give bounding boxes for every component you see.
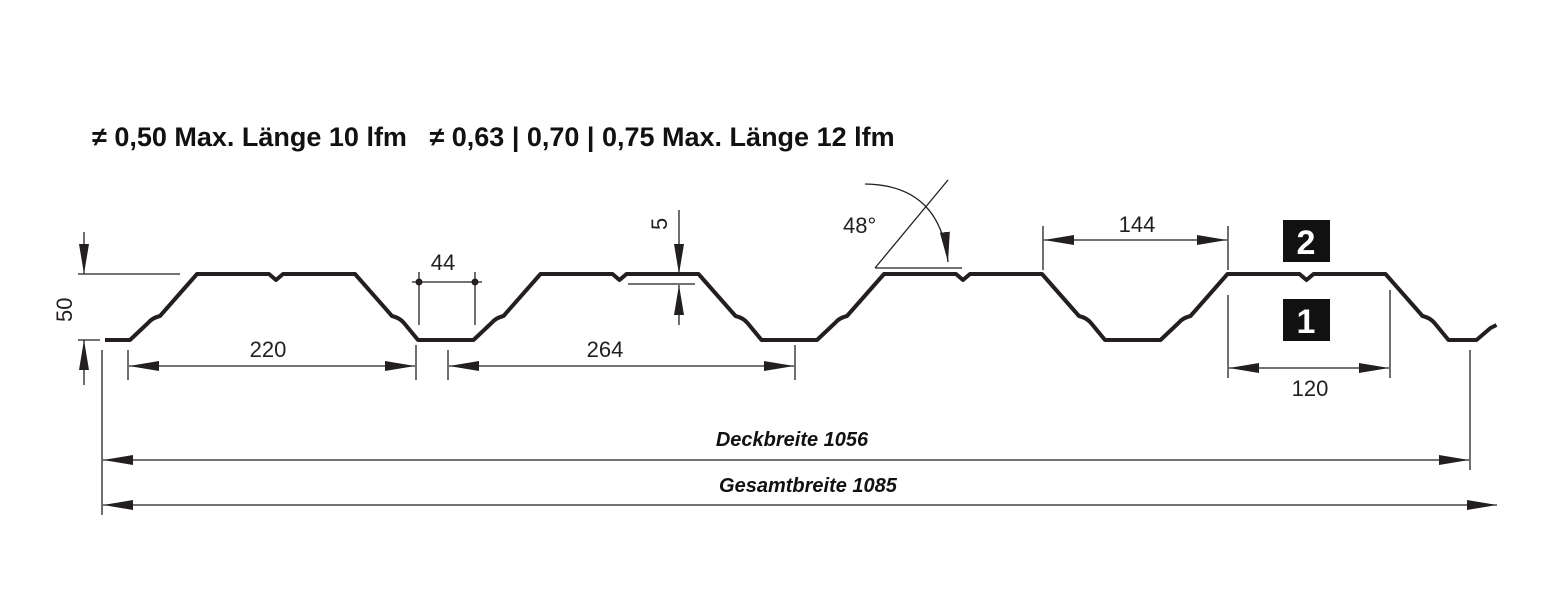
dimension-notch-depth: 5 xyxy=(628,210,695,325)
dimension-rib-width: 220 xyxy=(127,337,417,380)
dimension-total-width: Gesamtbreite 1085 xyxy=(103,475,1497,510)
sheet-profile xyxy=(105,272,1498,342)
bottom-width-label: 44 xyxy=(431,250,455,275)
bottom-flat-label: 120 xyxy=(1292,376,1329,401)
badge-2-label: 2 xyxy=(1297,224,1316,262)
dimension-bottom-flat: 120 xyxy=(1227,290,1391,401)
top-flat-label: 144 xyxy=(1119,212,1156,237)
total-width-label: Gesamtbreite 1085 xyxy=(719,475,898,497)
badge-1: 1 xyxy=(1283,299,1330,341)
height-label: 50 xyxy=(52,298,77,322)
dimension-top-flat: 144 xyxy=(1042,212,1229,270)
pitch-label: 264 xyxy=(587,337,624,362)
badge-1-label: 1 xyxy=(1297,303,1316,341)
dimension-pitch: 264 xyxy=(447,337,796,380)
dimension-cover-width: Deckbreite 1056 xyxy=(101,350,1471,515)
dimension-bottom-width: 44 xyxy=(412,250,482,325)
angle-label: 48° xyxy=(843,213,876,238)
dimension-angle: 48° xyxy=(843,179,962,269)
dimension-dot xyxy=(415,278,423,286)
dimension-dot xyxy=(471,278,479,286)
header-text: ≠ 0,50 Max. Länge 10 lfm ≠ 0,63 | 0,70 |… xyxy=(92,122,895,152)
dimension-height: 50 xyxy=(52,232,180,385)
badge-2: 2 xyxy=(1283,220,1330,262)
cover-width-label: Deckbreite 1056 xyxy=(716,429,869,451)
rib-width-label: 220 xyxy=(250,337,287,362)
notch-depth-label: 5 xyxy=(647,218,672,230)
